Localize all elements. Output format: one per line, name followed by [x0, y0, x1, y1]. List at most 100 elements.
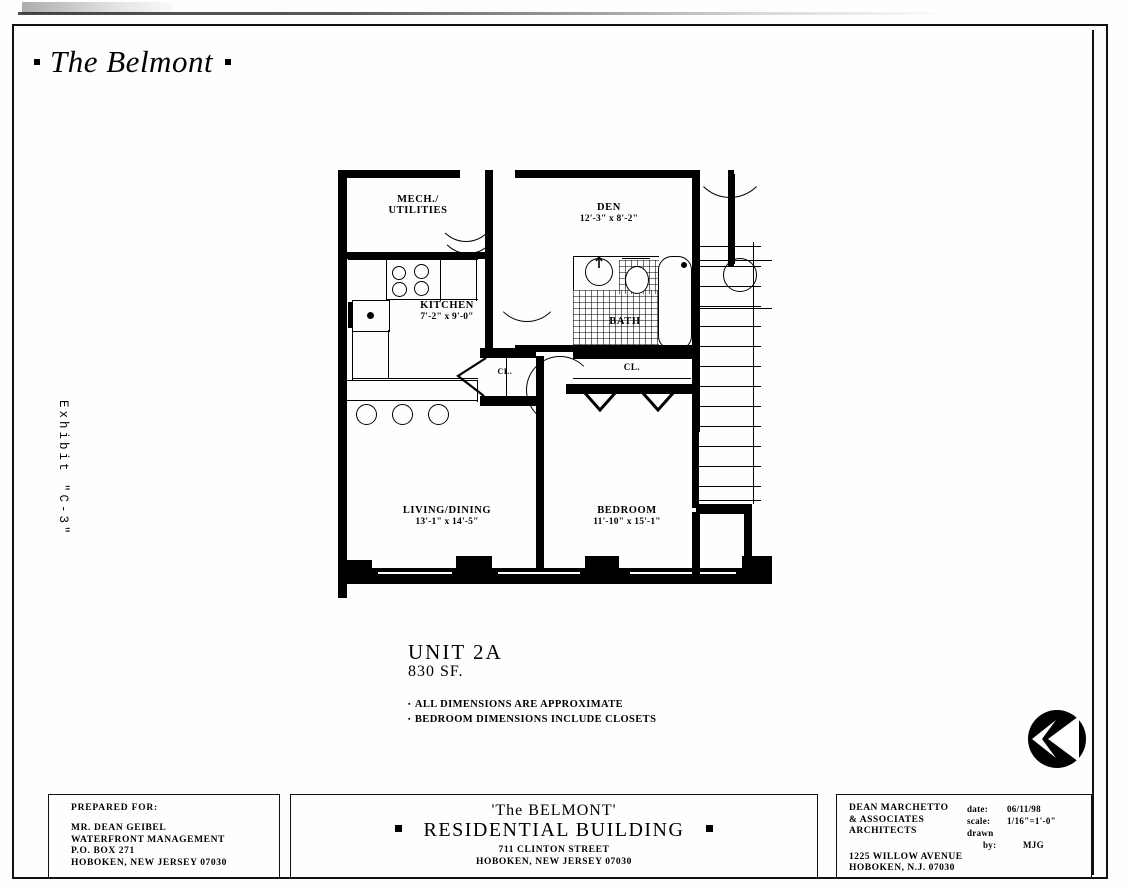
prepared-for-label: PREPARED FOR:: [71, 803, 159, 813]
counter-edge-2: [440, 259, 442, 301]
wall-exterior-bottom-right: [616, 568, 748, 584]
room-label-living-dining: LIVING/DINING 13'-1" x 14'-5": [402, 505, 492, 527]
wall-living-bedroom-divider: [536, 356, 544, 572]
date-value: 06/11/98: [1007, 804, 1041, 814]
date-label: date:: [967, 804, 988, 814]
client-line-3: P.O. BOX 271: [71, 846, 135, 856]
unit-caption: UNIT 2A 830 SF. ALL DIMENSIONS ARE APPRO…: [408, 640, 656, 727]
drawing-meta: date: 06/11/98 scale: 1/16"=1'-0" drawn by…: [967, 803, 1056, 875]
drawn-label: drawn: [967, 828, 994, 838]
wall-top-den: [515, 170, 700, 178]
bath-tile-hatch: [573, 290, 659, 352]
adjacent-fixture-icon: [723, 258, 757, 292]
line-adjacent-unit-2: [700, 308, 772, 310]
door-swing-mech-2: [438, 194, 498, 254]
toilet-icon: [625, 266, 649, 294]
stove-burner-2-icon: [414, 264, 429, 279]
project-type-row: RESIDENTIAL BUILDING: [291, 819, 817, 842]
title-bullet-right-icon: [225, 59, 232, 66]
project-address-line-2: HOBOKEN, NEW JERSEY 07030: [476, 856, 632, 867]
architect-address-line-2: HOBOKEN, N.J. 07030: [849, 863, 955, 873]
wall-right-bedroom: [692, 512, 700, 584]
bar-stool-1-icon: [356, 404, 377, 425]
wall-bottom-pier-1: [456, 556, 492, 584]
wall-closet-small-top: [480, 348, 536, 358]
room-label-kitchen: KITCHEN 7'-2" x 9'-0": [420, 300, 474, 322]
counter-upper-line: [348, 259, 478, 261]
wall-mech-kitchen-divider: [338, 252, 493, 259]
closet-small-label: CL.: [497, 367, 513, 376]
bar-bottom-line: [346, 400, 478, 402]
peninsula-edge-1: [352, 330, 354, 380]
wall-top-mech: [338, 170, 460, 178]
room-label-bedroom: BEDROOM 11'-10" x 15'-1": [593, 505, 661, 527]
toilet-tank: [622, 258, 650, 260]
wall-bottom-left-return: [338, 560, 372, 584]
peninsula-edge-2: [352, 378, 478, 380]
wall-exterior-left: [338, 170, 347, 598]
wall-den-left-lower: [485, 310, 493, 352]
client-address: MR. DEAN GEIBEL WATERFRONT MANAGEMENT P.…: [71, 823, 279, 869]
exhibit-label: Exhibit "C-3": [56, 400, 70, 537]
wall-stair-right: [744, 504, 752, 566]
wall-adjacent-unit-1: [728, 170, 734, 266]
closet-small-door-line: [506, 356, 508, 398]
scale-label: scale:: [967, 816, 991, 826]
line-adjacent-unit-3: [734, 174, 736, 264]
wall-stair-bottom: [696, 504, 752, 514]
client-line-1: MR. DEAN GEIBEL: [71, 823, 167, 833]
bar-stool-3-icon: [428, 404, 449, 425]
closet-bedroom-label: CL.: [623, 362, 641, 372]
stove-burner-4-icon: [414, 281, 429, 296]
room-label-bath: BATH: [609, 316, 641, 327]
drawn-by-label: by:: [983, 840, 997, 850]
sink-drain-icon: [367, 312, 374, 319]
north-arrow-icon: [1028, 710, 1086, 768]
floor-plan: MECH./ UTILITIES DEN 12'-3" x 8'-2" KITC…: [330, 160, 810, 605]
client-line-2: WATERFRONT MANAGEMENT: [71, 834, 225, 845]
page-title-text: The Belmont: [50, 44, 214, 79]
stove-burner-3-icon: [392, 282, 407, 297]
bath-wall-line-2: [573, 256, 659, 258]
drawing-frame: [12, 24, 1108, 879]
wall-stairwell-left: [692, 238, 699, 508]
scale-value: 1/16"=1'-0": [1007, 816, 1056, 826]
wall-closet-small-bottom: [480, 396, 536, 406]
project-type: RESIDENTIAL BUILDING: [423, 819, 685, 841]
stove-burner-1-icon: [392, 266, 406, 280]
project-address: 711 CLINTON STREET HOBOKEN, NEW JERSEY 0…: [291, 845, 817, 868]
page-title: The Belmont: [34, 44, 232, 80]
sink-edge: [348, 302, 353, 328]
room-label-mech: MECH./ UTILITIES: [388, 194, 448, 216]
client-line-4: HOBOKEN, NEW JERSEY 07030: [71, 857, 227, 868]
unit-notes: ALL DIMENSIONS ARE APPROXIMATE BEDROOM D…: [408, 697, 656, 727]
window-bedroom-1: [630, 572, 736, 574]
scan-artifact-smudge: [18, 12, 938, 15]
unit-area: 830 SF.: [408, 663, 464, 680]
title-block-project: 'The BELMONT' RESIDENTIAL BUILDING 711 C…: [290, 794, 818, 878]
project-bullet-right-icon: [706, 825, 714, 833]
wall-bottom-pier-2: [585, 556, 619, 584]
bath-faucet-icon: [595, 256, 603, 268]
bar-stool-2-icon: [392, 404, 413, 425]
bar-top-line: [346, 380, 478, 382]
title-bullet-left-icon: [34, 59, 40, 66]
wall-stair-foot: [742, 558, 772, 568]
door-swing-adjacent: [692, 122, 768, 198]
bath-wall-line: [573, 256, 575, 290]
counter-edge-4: [476, 259, 478, 301]
tub-drain-icon: [681, 262, 687, 268]
architect-line-2: & ASSOCIATES: [849, 814, 925, 825]
unit-name: UNIT 2A: [408, 640, 503, 664]
closet-small-door-swing-icon: [456, 357, 487, 397]
drawing-frame-right-rule: [1092, 30, 1094, 875]
door-swing-bedroom: [526, 356, 594, 424]
counter-edge-1: [386, 259, 388, 301]
title-block-architect: DEAN MARCHETTO & ASSOCIATES ARCHITECTS 1…: [836, 794, 1092, 878]
wall-bedroom-closet-bottom: [566, 384, 693, 394]
counter-edge-3: [386, 299, 478, 301]
closet-bifold-doors-icon: [582, 392, 676, 413]
architect-info: DEAN MARCHETTO & ASSOCIATES ARCHITECTS 1…: [849, 803, 967, 875]
bathtub-icon: [658, 256, 692, 350]
architect-line-1: DEAN MARCHETTO: [849, 803, 949, 813]
